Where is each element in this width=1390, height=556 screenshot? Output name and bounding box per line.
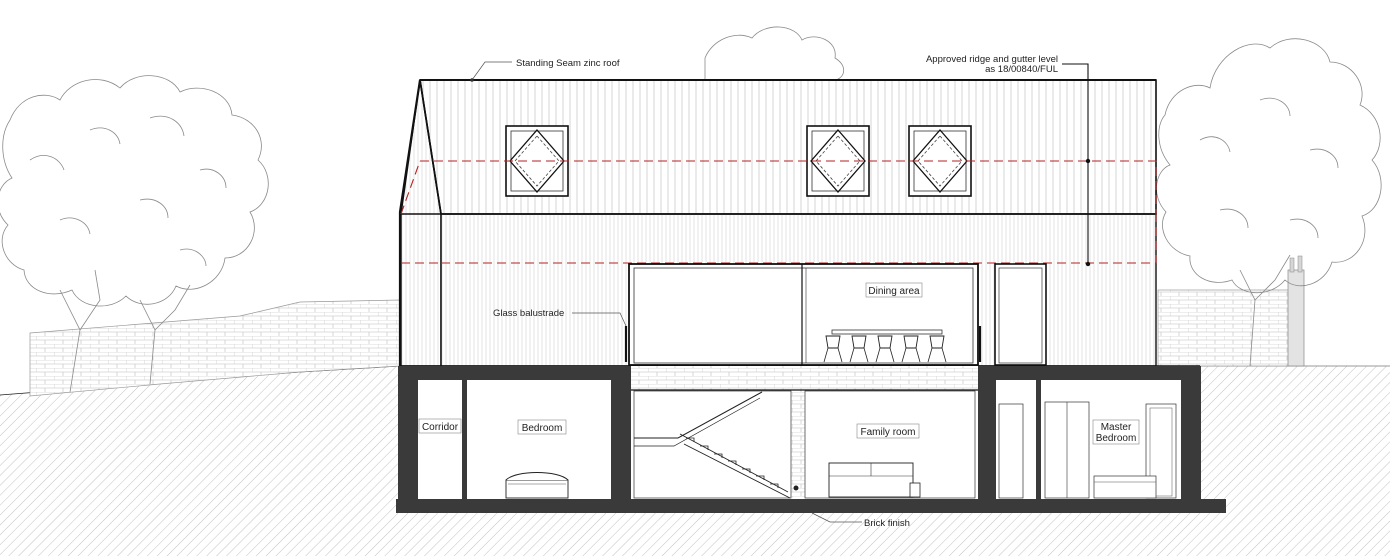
- corridor-label: Corridor: [422, 422, 459, 433]
- brick-annotation: Brick finish: [864, 518, 910, 529]
- dining-table-chairs: [823, 329, 947, 363]
- staircase: [634, 391, 799, 499]
- side-door: [994, 263, 1047, 366]
- bedroom-label: Bedroom: [522, 423, 563, 434]
- master-bedroom-label-line2: Bedroom: [1096, 433, 1137, 444]
- ridge-level-annotation-line1: Approved ridge and gutter level: [926, 54, 1058, 65]
- dining-glazing: [624, 263, 982, 366]
- sofa: [828, 462, 921, 498]
- roof-annotation: Standing Seam zinc roof: [516, 58, 620, 69]
- right-boundary-wall: [1157, 255, 1305, 367]
- balustrade-annotation: Glass balustrade: [493, 308, 564, 319]
- approved-level-lines: [400, 160, 1157, 264]
- family-room-label: Family room: [860, 427, 915, 438]
- bed: [505, 472, 569, 499]
- leader-lines: [470, 61, 1091, 523]
- ridge-level-annotation-line2: as 18/00840/FUL: [985, 64, 1058, 75]
- dining-area-label: Dining area: [868, 286, 920, 297]
- master-bedroom-label-line1: Master: [1101, 422, 1132, 433]
- gable-end: [398, 79, 442, 367]
- right-tree: [1156, 38, 1382, 367]
- master-bedroom-fittings: [998, 401, 1177, 499]
- middle-tree: [704, 26, 845, 81]
- left-tree: [0, 75, 269, 393]
